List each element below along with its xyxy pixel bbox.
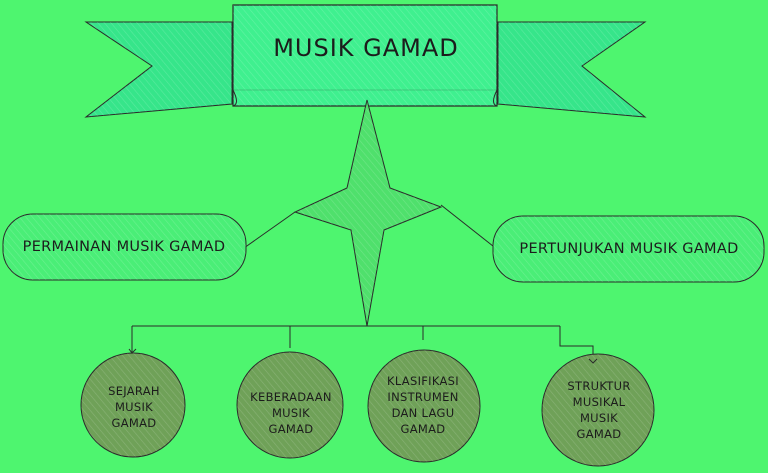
topic-circle-shapes [80, 349, 655, 467]
arrow-ticks [128, 348, 598, 364]
right-pill-shape [492, 215, 765, 283]
title-banner [84, 4, 647, 118]
star-node [293, 99, 443, 327]
left-pill-shape [2, 213, 247, 281]
